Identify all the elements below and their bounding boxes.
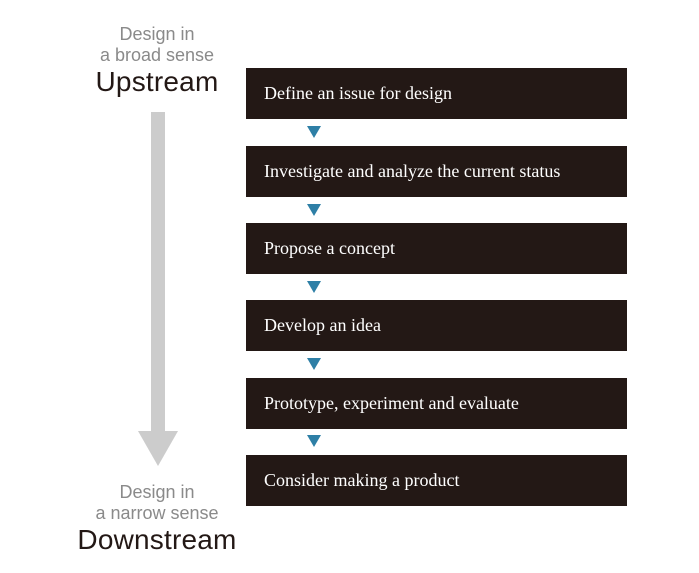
upstream-subtitle-line2: a broad sense bbox=[99, 45, 215, 65]
triangle-down-icon bbox=[307, 126, 321, 138]
downstream-subtitle-line2: a narrow sense bbox=[95, 503, 219, 523]
step-box-5: Prototype, experiment and evaluate bbox=[246, 378, 627, 429]
triangle-down-icon bbox=[307, 358, 321, 370]
step-box-4: Develop an idea bbox=[246, 300, 627, 351]
step-box-3: Propose a concept bbox=[246, 223, 627, 274]
triangle-down-icon bbox=[307, 281, 321, 293]
downstream-label: Design in a narrow sense Downstream bbox=[62, 482, 252, 556]
down-arrow-icon bbox=[138, 112, 178, 466]
upstream-title: Upstream bbox=[95, 66, 219, 97]
triangle-down-icon bbox=[307, 435, 321, 447]
triangle-down-icon bbox=[307, 204, 321, 216]
upstream-subtitle-line1: Design in bbox=[119, 24, 195, 44]
upstream-label: Design in a broad sense Upstream bbox=[82, 24, 232, 98]
step-box-1: Define an issue for design bbox=[246, 68, 627, 119]
downstream-subtitle-line1: Design in bbox=[119, 482, 195, 502]
downstream-title: Downstream bbox=[77, 524, 237, 555]
step-box-2: Investigate and analyze the current stat… bbox=[246, 146, 627, 197]
step-box-6: Consider making a product bbox=[246, 455, 627, 506]
